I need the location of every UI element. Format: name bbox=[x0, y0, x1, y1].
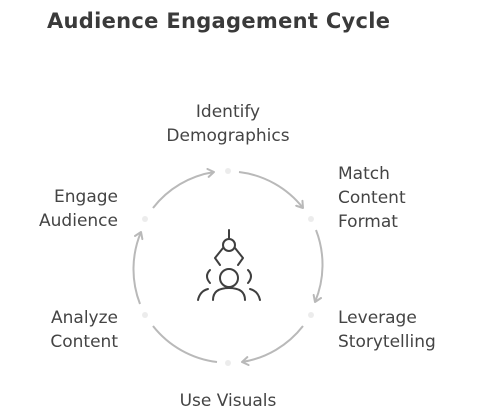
arrow-visuals-to-analyze bbox=[152, 325, 218, 363]
diagram-title: Audience Engagement Cycle bbox=[47, 9, 391, 33]
step-analyze-content: Analyze Content bbox=[20, 306, 118, 354]
step-match-content-format: Match Content Format bbox=[338, 162, 406, 234]
step-label-line: Engage bbox=[54, 187, 118, 207]
step-use-visuals: Use Visuals bbox=[160, 389, 296, 413]
arrow-identify-to-match bbox=[238, 171, 304, 209]
step-label-line: Identify bbox=[195, 102, 261, 122]
arrow-engage-to-identify bbox=[152, 167, 215, 209]
node-dot-leverage bbox=[308, 312, 314, 318]
step-label-line: Content bbox=[338, 188, 406, 208]
node-dot-visuals bbox=[225, 360, 231, 366]
node-dot-engage bbox=[142, 216, 148, 222]
arrow-match-to-leverage bbox=[312, 229, 324, 303]
step-label-line: Demographics bbox=[166, 126, 290, 146]
step-label-line: Storytelling bbox=[338, 332, 436, 352]
node-dot-match bbox=[308, 216, 314, 222]
step-engage-audience: Engage Audience bbox=[20, 185, 118, 233]
audience-group-icon bbox=[197, 229, 261, 301]
step-leverage-storytelling: Leverage Storytelling bbox=[338, 306, 436, 354]
step-label-line: Format bbox=[338, 212, 398, 232]
step-label-line: Audience bbox=[39, 211, 118, 231]
step-label-line: Content bbox=[50, 332, 118, 352]
step-identify-demographics: Identify Demographics bbox=[160, 100, 296, 148]
arrow-leverage-to-visuals bbox=[241, 325, 304, 367]
arrow-analyze-to-engage bbox=[132, 231, 144, 305]
node-dot-analyze bbox=[142, 312, 148, 318]
step-label-line: Use Visuals bbox=[179, 391, 277, 411]
step-label-line: Leverage bbox=[338, 308, 417, 328]
step-label-line: Analyze bbox=[51, 308, 118, 328]
step-label-line: Match bbox=[338, 164, 390, 184]
node-dot-identify bbox=[225, 168, 231, 174]
